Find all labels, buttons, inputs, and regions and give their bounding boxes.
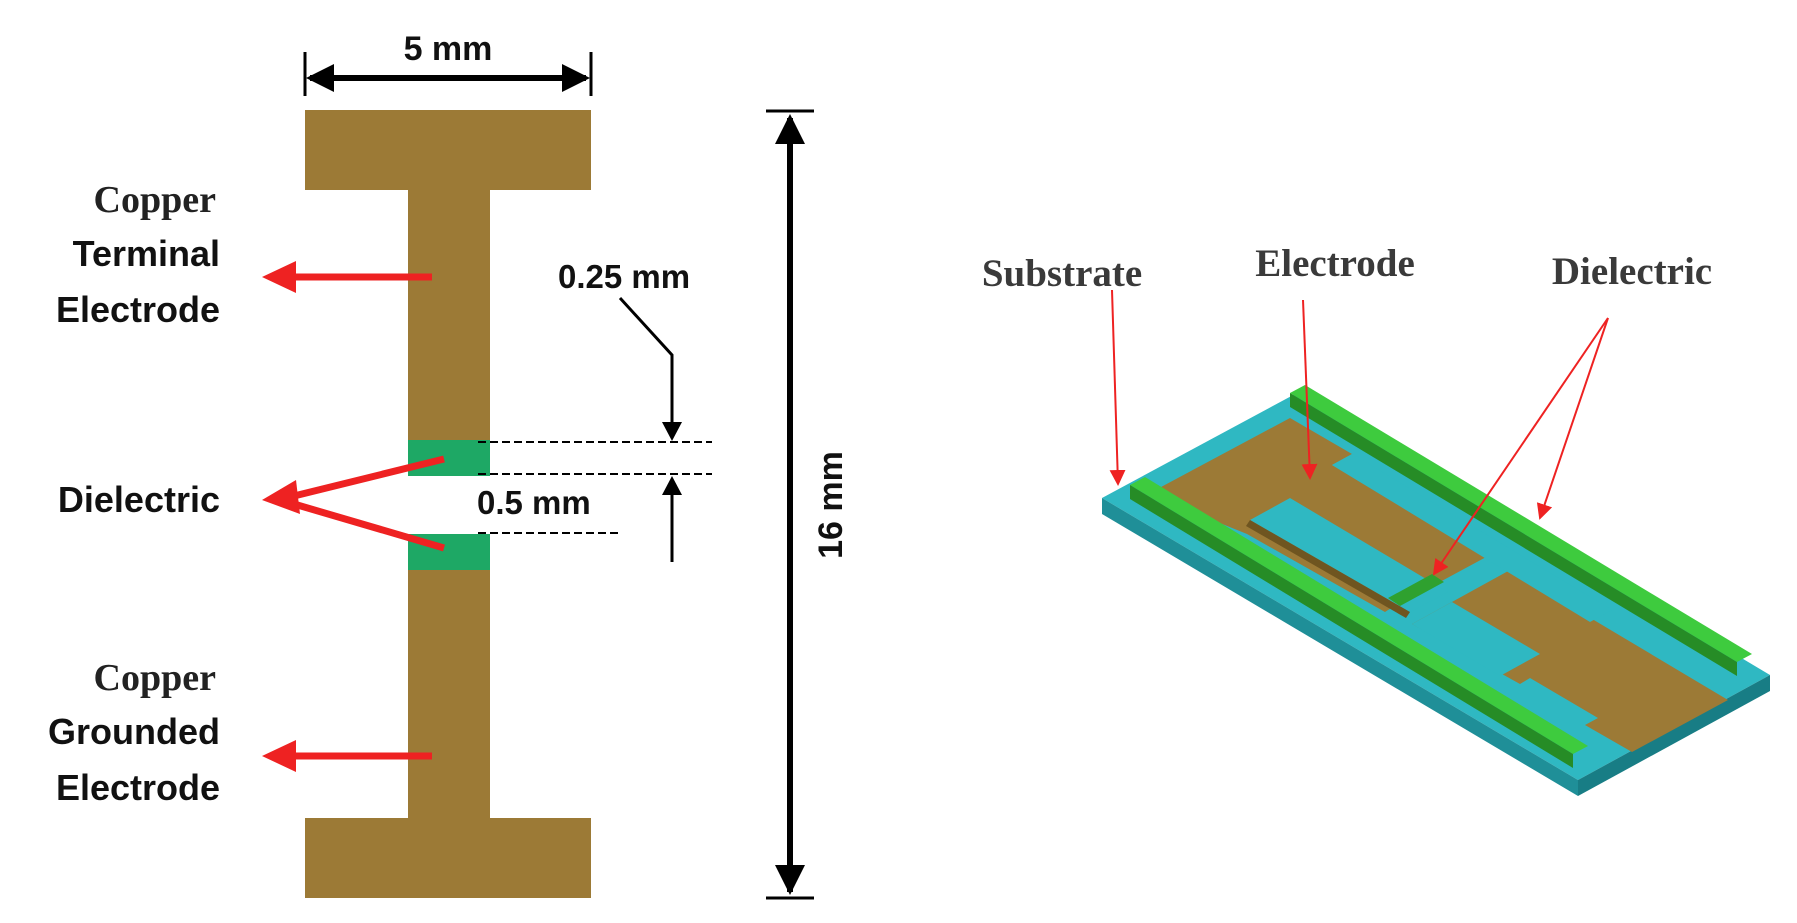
electrode-bottom-pad (1412, 570, 1728, 752)
gap-small-label: 0.25 mm (558, 258, 690, 295)
grounded-stem (408, 568, 490, 820)
length-dimension: 16 mm (766, 109, 850, 900)
pointer-arrows (290, 273, 445, 760)
gap-dimensions: 0.25 mm 0.5 mm (477, 258, 712, 562)
terminal-label-line2: Terminal (73, 233, 220, 274)
leader-lines (1109, 289, 1609, 576)
copper-electrode-shape (305, 110, 591, 898)
terminal-electrode-label: Copper Terminal Electrode (56, 179, 220, 330)
substrate-label: Substrate (982, 252, 1142, 295)
electrode-label: Electrode (1255, 242, 1415, 285)
electrode-leader (1301, 299, 1318, 480)
dielectric-walls (1130, 385, 1752, 768)
width-dimension: 5 mm (303, 30, 593, 96)
grounded-label-line1: Copper (94, 657, 217, 699)
grounded-label-line2: Grounded (48, 711, 220, 752)
grounded-label-line3: Electrode (56, 767, 220, 808)
dielectric-label: Dielectric (58, 479, 220, 520)
dielectric-block-top (408, 440, 490, 476)
length-label: 16 mm (812, 451, 850, 559)
right-diagram: Substrate Electrode Dielectric (982, 242, 1770, 796)
grounded-electrode-label: Copper Grounded Electrode (48, 657, 220, 808)
terminal-stem (408, 188, 490, 440)
dielectric-pointer-arrow-bottom (293, 500, 445, 552)
left-diagram: 5 mm 16 mm 0.25 mm 0.5 mm (48, 30, 850, 900)
dielectric-pointer-arrow-top (293, 455, 445, 500)
pointer-arrowheads (262, 261, 300, 772)
dielectric-center-bar (1388, 574, 1444, 606)
electrode-top-cut (1250, 498, 1448, 612)
gap-large-label: 0.5 mm (477, 484, 591, 521)
dielectric-3d-label: Dielectric (1552, 250, 1712, 293)
dielectric-leader-left (1432, 317, 1609, 576)
grounded-bottom-flange (305, 818, 591, 898)
terminal-label-line3: Electrode (56, 289, 220, 330)
terminal-label-line1: Copper (94, 179, 217, 221)
width-label: 5 mm (404, 30, 493, 68)
electrode-side-strip (1332, 454, 1612, 622)
dielectric-leader-right (1536, 317, 1609, 520)
substrate-leader (1109, 289, 1126, 486)
electrode-top-stem-shadow (1246, 520, 1410, 618)
electrode-bottom-cut (1412, 602, 1540, 676)
terminal-top-flange (305, 110, 591, 190)
